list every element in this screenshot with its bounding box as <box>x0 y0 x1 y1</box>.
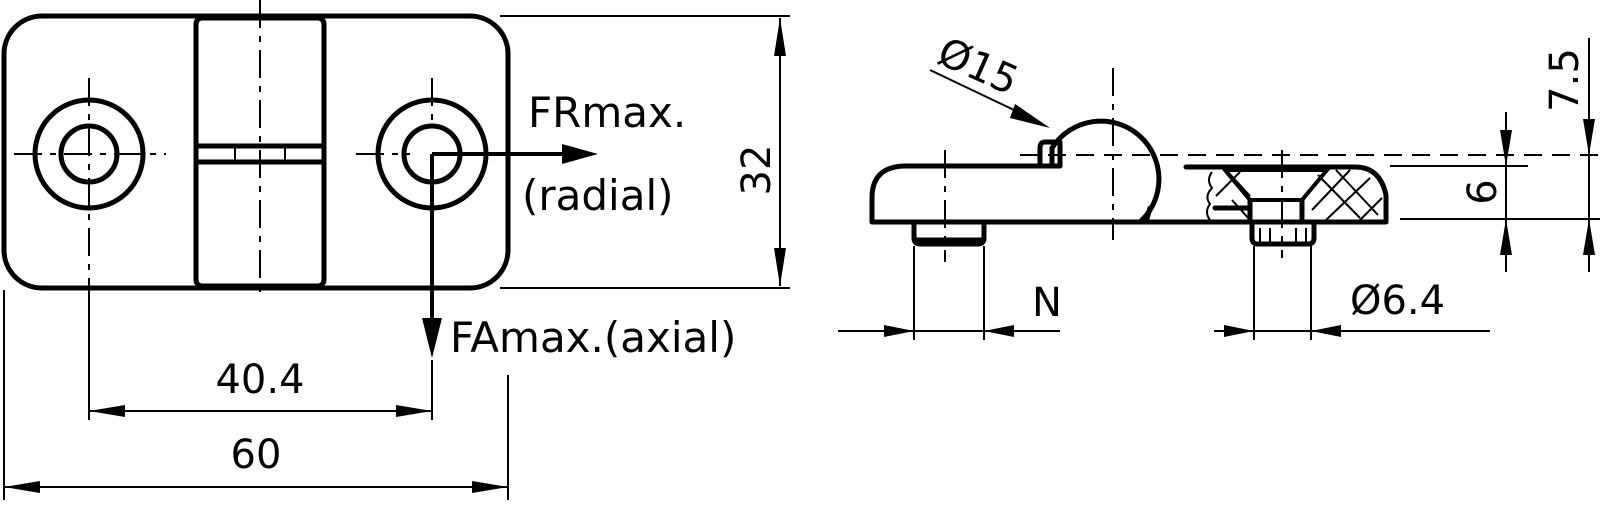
height-dimension: 32 <box>734 145 780 196</box>
axis-height-dimension: 7.5 <box>1542 48 1588 112</box>
hole-diameter-dimension: Ø6.4 <box>1350 278 1445 324</box>
hole-spacing-dimension: 40.4 <box>215 357 304 403</box>
right-nut <box>1249 219 1317 247</box>
top-view: FRmax. (radial) FAmax.(axial) 32 40.4 60 <box>1 0 790 500</box>
right-leaf-outline <box>1137 164 1389 225</box>
knuckle-outline <box>1049 118 1162 225</box>
side-view: Ø15 N Ø6.4 6 7.5 <box>838 29 1600 340</box>
radial-force-label: FRmax. <box>528 88 686 137</box>
radial-force-sublabel: (radial) <box>522 171 674 220</box>
axial-force-label: FAmax.(axial) <box>450 313 736 362</box>
length-dimension: 60 <box>231 432 282 478</box>
leaf-thickness-dimension: 6 <box>1460 179 1506 204</box>
thread-dimension: N <box>1032 280 1062 326</box>
section-hatching <box>1206 169 1383 221</box>
left-leaf-outline <box>869 139 1143 225</box>
